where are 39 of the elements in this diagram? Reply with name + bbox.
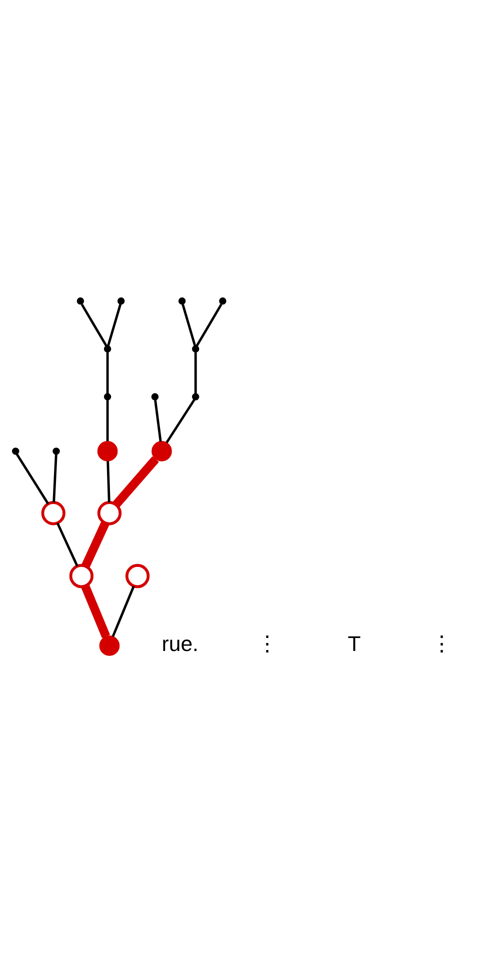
connector xyxy=(106,352,109,394)
node-circle xyxy=(69,563,94,588)
node-dot xyxy=(97,440,118,461)
label: T xyxy=(348,632,361,656)
node-circle xyxy=(125,563,150,588)
node-point xyxy=(151,392,159,400)
node-circle xyxy=(41,500,66,525)
label: ⋮ xyxy=(430,632,452,656)
connector xyxy=(112,456,159,507)
label: rue. xyxy=(162,632,198,656)
node-point xyxy=(104,344,112,352)
node-point xyxy=(192,344,200,352)
connector xyxy=(112,585,135,636)
connector xyxy=(82,520,110,568)
connector xyxy=(52,454,58,502)
connector xyxy=(56,522,78,566)
node-point xyxy=(52,447,60,454)
node-point xyxy=(117,296,125,304)
label: ⋮ xyxy=(256,632,278,656)
node-point xyxy=(219,296,226,304)
node-dot xyxy=(152,440,172,461)
connector xyxy=(194,352,197,394)
node-point xyxy=(12,447,20,454)
connector xyxy=(80,303,108,346)
connector xyxy=(196,303,222,346)
connector xyxy=(16,452,50,504)
node-point xyxy=(178,296,186,304)
connector xyxy=(106,460,110,502)
connector xyxy=(182,303,196,346)
node-dot xyxy=(99,635,120,656)
connector xyxy=(154,399,162,442)
node-circle xyxy=(97,500,122,525)
connector xyxy=(81,584,110,638)
node-point xyxy=(104,392,112,400)
connector xyxy=(106,400,109,441)
connector xyxy=(107,303,122,346)
connector xyxy=(166,398,196,443)
node-point xyxy=(192,392,200,400)
node-point xyxy=(76,296,84,304)
